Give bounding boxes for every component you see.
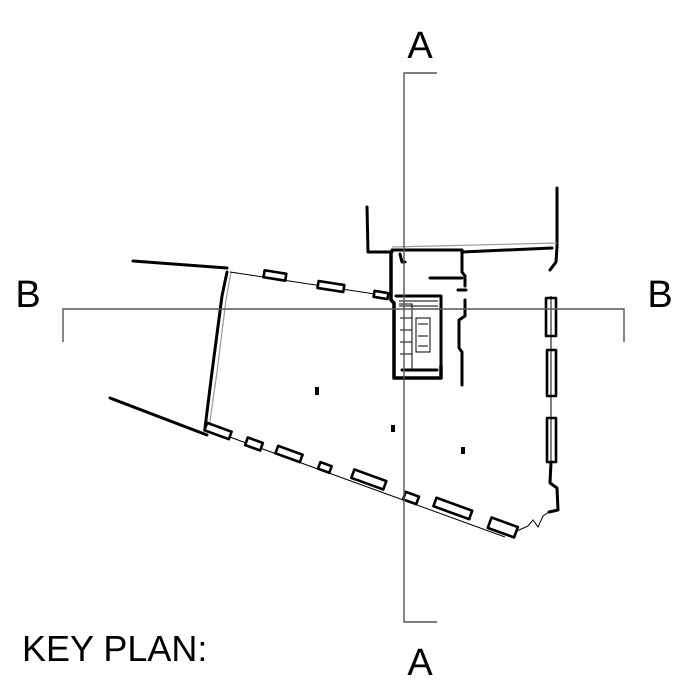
- section-a-bottom-label: A: [407, 642, 433, 684]
- key-plan-title: KEY PLAN:: [22, 628, 207, 669]
- section-a-top-label: A: [407, 25, 433, 67]
- section-b-left-label: B: [15, 274, 40, 316]
- section-line-a: [403, 72, 437, 623]
- columns: [315, 387, 465, 454]
- building-outline: [108, 186, 560, 539]
- section-b-right-label: B: [647, 274, 672, 316]
- section-line-b: [62, 308, 625, 342]
